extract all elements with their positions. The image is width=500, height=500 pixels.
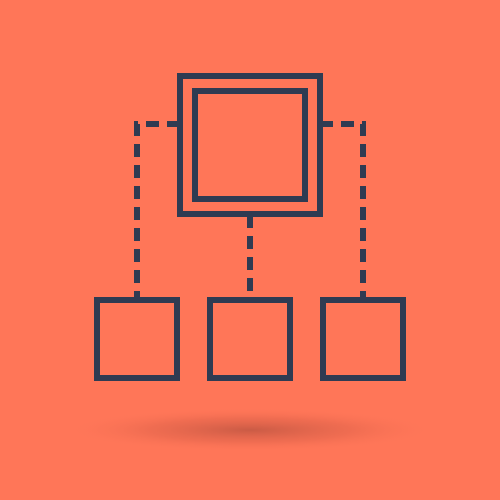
child-node-left bbox=[94, 297, 180, 381]
parent-node-inner bbox=[192, 88, 308, 202]
child-node-group bbox=[94, 297, 406, 381]
connector-left bbox=[134, 121, 180, 300]
child-node-right bbox=[320, 297, 406, 381]
connector-group bbox=[134, 121, 366, 300]
ground-shadow bbox=[65, 408, 435, 452]
parent-node-outer bbox=[177, 73, 323, 217]
connector-right bbox=[320, 121, 366, 300]
parent-node bbox=[177, 73, 323, 217]
child-node-center bbox=[207, 297, 293, 381]
